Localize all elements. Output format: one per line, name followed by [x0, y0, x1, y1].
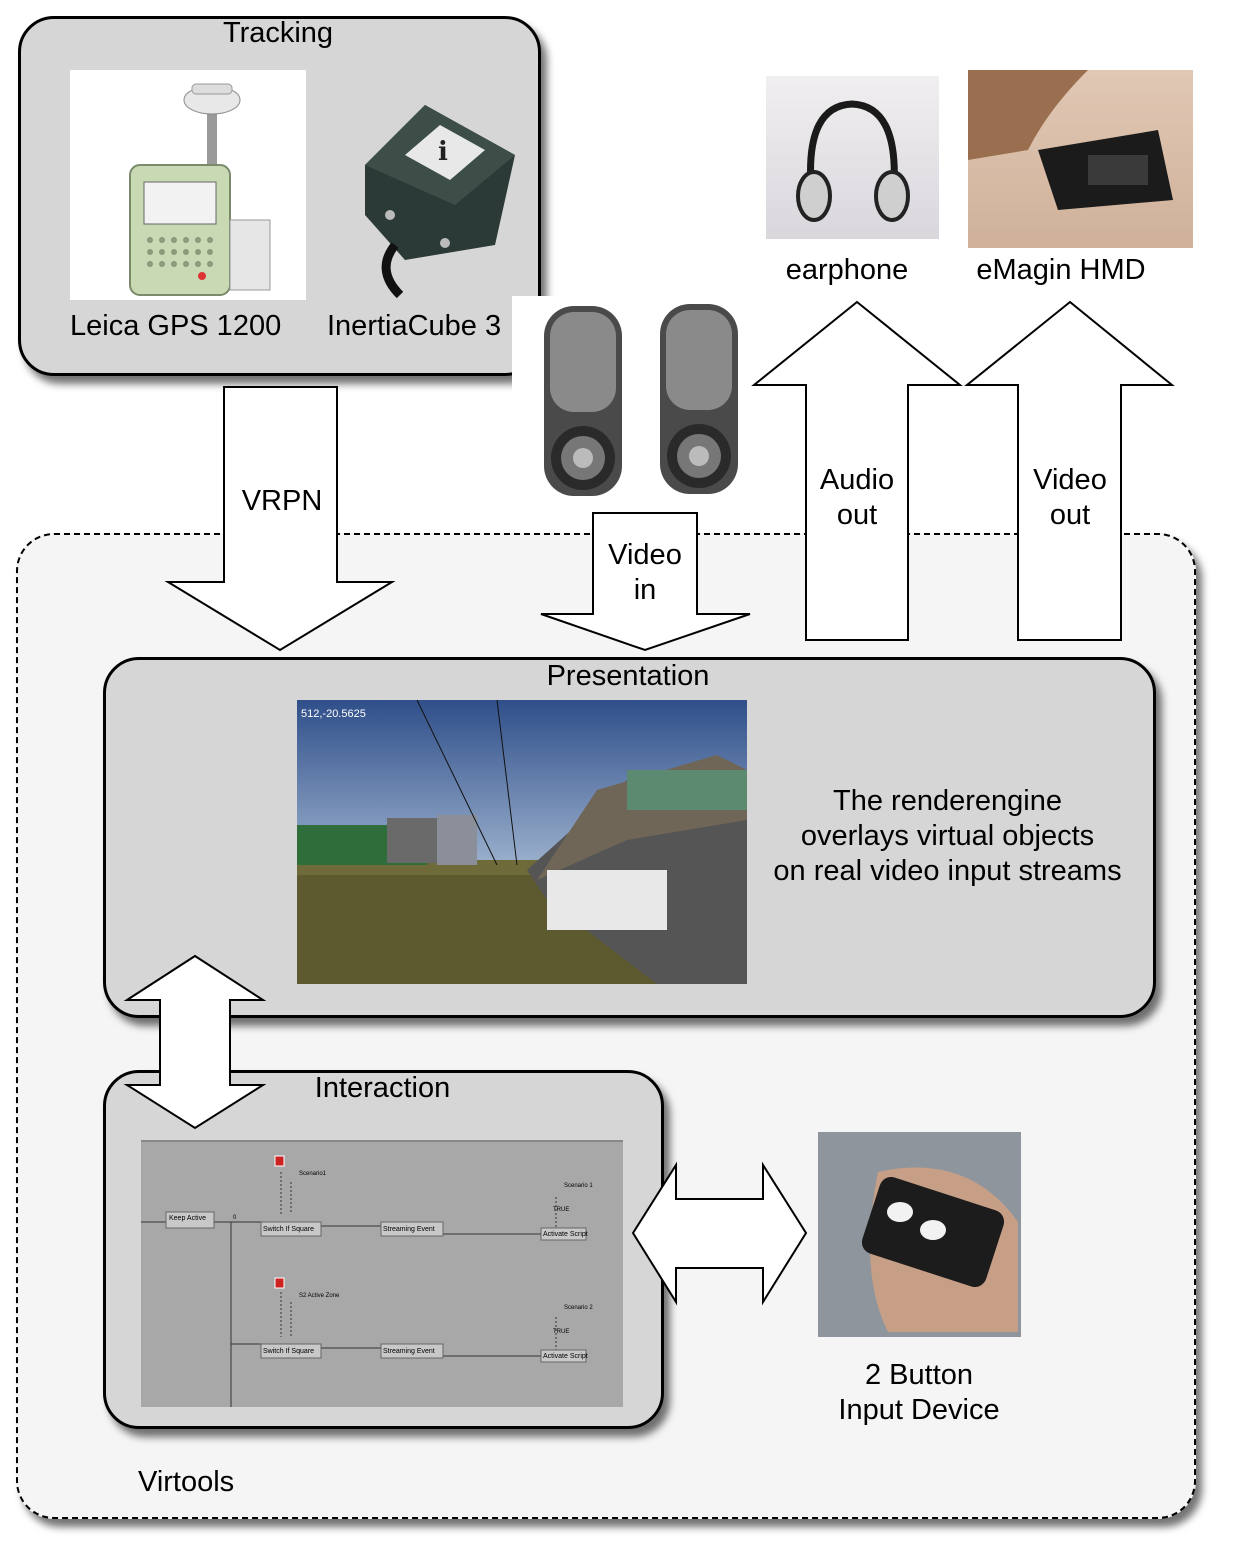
input-device-image — [818, 1132, 1021, 1337]
video-out-label-1: Video — [1033, 464, 1107, 496]
rendered-scene-icon — [297, 700, 747, 984]
vrpn-arrow — [164, 386, 396, 652]
param-scenario-1a: Scenario1 — [299, 1171, 327, 1177]
presentation-title: Presentation — [546, 660, 710, 692]
hmd-image — [968, 70, 1193, 248]
leica-gps-image — [70, 70, 306, 300]
node-activate-script-2: Activate Script — [543, 1353, 588, 1360]
hmd-label: eMagin HMD — [976, 254, 1146, 286]
earphone-image — [766, 76, 939, 239]
video-out-label-2: out — [1049, 499, 1091, 531]
node-switch-if-square-2: Switch If Square — [263, 1348, 314, 1355]
param-true-2: TRUE — [553, 1329, 570, 1335]
head-mounted-display-icon — [968, 70, 1193, 248]
behavior-graph: Keep Active Switch If Square Streaming E… — [141, 1140, 623, 1407]
vrpn-label: VRPN — [241, 485, 323, 517]
interaction-title: Interaction — [314, 1072, 451, 1104]
gps-receiver-icon — [129, 83, 271, 296]
virtools-label: Virtools — [138, 1466, 235, 1498]
video-in-arrow — [540, 512, 751, 652]
audio-out-arrow — [751, 300, 963, 641]
inertiacube-image: i — [345, 95, 523, 299]
earphone-label: earphone — [785, 254, 909, 286]
inertiacube-label: InertiaCube 3 — [327, 310, 502, 342]
inertia-sensor-icon: i — [365, 105, 515, 299]
interaction-device-arrow — [631, 1161, 808, 1306]
input-device-label-1: 2 Button — [864, 1359, 974, 1391]
presentation-desc-1: The renderengine — [833, 785, 1062, 817]
video-in-label-1: Video — [608, 539, 682, 571]
two-button-device-icon — [818, 1132, 1021, 1337]
presentation-desc-2: overlays virtual objects — [800, 820, 1095, 852]
gps-label: Leica GPS 1200 — [70, 310, 282, 342]
node-switch-if-square-1: Switch If Square — [263, 1226, 314, 1233]
node-keep-active: Keep Active — [169, 1215, 206, 1222]
video-in-label-2: in — [633, 574, 657, 606]
node-streaming-event-1: Streaming Event — [383, 1226, 435, 1233]
render-screenshot: 512,-20.5625 — [297, 700, 747, 984]
node-streaming-event-2: Streaming Event — [383, 1348, 435, 1355]
presentation-interaction-arrow — [123, 954, 267, 1130]
scene-coordinate-readout: 512,-20.5625 — [301, 708, 366, 720]
webcam-icon — [544, 304, 738, 496]
audio-out-label-2: out — [836, 499, 878, 531]
input-device-label-2: Input Device — [838, 1394, 1000, 1426]
webcams-image — [512, 296, 762, 506]
audio-out-label-1: Audio — [819, 464, 895, 496]
param-scenario-1b: Scenario 1 — [564, 1183, 593, 1189]
tracking-title: Tracking — [222, 17, 334, 49]
headphones-icon — [796, 100, 910, 222]
link-delay-label: 0 — [233, 1215, 237, 1221]
param-scenario-2: Scenario 2 — [564, 1305, 593, 1311]
node-activate-script-1: Activate Script — [543, 1231, 588, 1238]
param-zone-2: S2 Active Zone — [299, 1293, 340, 1299]
behavior-graph-lines — [141, 1155, 587, 1407]
param-true-1: TRUE — [553, 1207, 570, 1213]
svg-text:i: i — [438, 137, 448, 167]
video-out-arrow — [964, 300, 1175, 641]
presentation-desc-3: on real video input streams — [773, 855, 1122, 887]
